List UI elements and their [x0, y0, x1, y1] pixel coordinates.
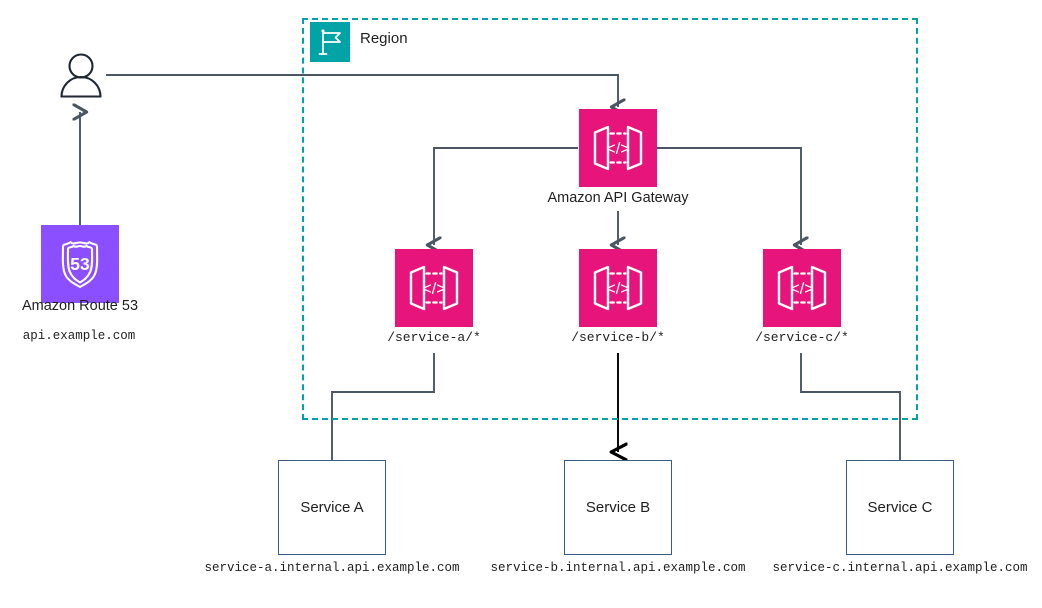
- route-label-service-a: /service-a/*: [387, 330, 481, 345]
- service-box-a-label: Service A: [300, 499, 364, 516]
- svg-text:</>: </>: [790, 280, 814, 298]
- svg-text:</>: </>: [606, 140, 630, 158]
- region-flag-icon: [310, 22, 350, 62]
- svg-text:53: 53: [70, 254, 90, 274]
- service-a-endpoint: service-a.internal.api.example.com: [204, 561, 460, 575]
- user-icon: [55, 50, 107, 102]
- api-gateway-label: Amazon API Gateway: [547, 190, 689, 206]
- service-box-c[interactable]: Service C: [846, 460, 954, 555]
- service-box-b-label: Service B: [585, 499, 651, 516]
- route53-icon[interactable]: 53: [41, 225, 119, 303]
- route-label-service-b: /service-b/*: [571, 330, 665, 345]
- route53-domain-label: api.example.com: [22, 329, 136, 343]
- route-tile-service-a[interactable]: </>: [395, 249, 473, 327]
- region-label: Region: [360, 30, 408, 47]
- service-box-a[interactable]: Service A: [278, 460, 386, 555]
- service-c-endpoint: service-c.internal.api.example.com: [772, 561, 1028, 575]
- region-boundary: [302, 18, 918, 420]
- route53-label: Amazon Route 53: [21, 298, 139, 314]
- route-label-service-c: /service-c/*: [755, 330, 849, 345]
- api-gateway-icon[interactable]: </>: [579, 109, 657, 187]
- svg-text:</>: </>: [422, 280, 446, 298]
- service-b-endpoint: service-b.internal.api.example.com: [490, 561, 746, 575]
- route-tile-service-b[interactable]: </>: [579, 249, 657, 327]
- svg-text:</>: </>: [606, 280, 630, 298]
- route-tile-service-c[interactable]: </>: [763, 249, 841, 327]
- service-box-b[interactable]: Service B: [564, 460, 672, 555]
- service-box-c-label: Service C: [867, 499, 933, 516]
